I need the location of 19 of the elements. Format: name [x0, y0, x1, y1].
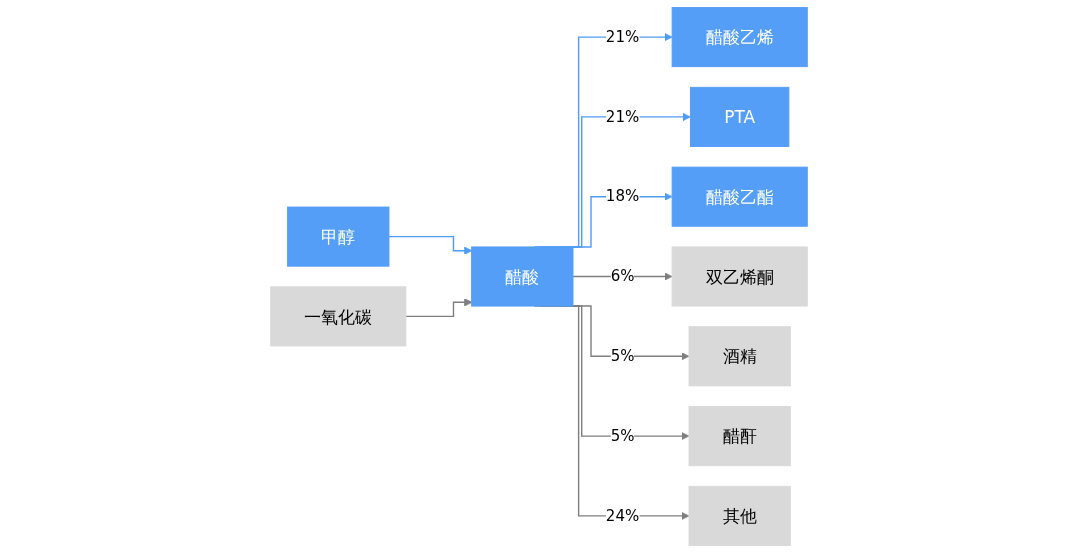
node-box: 醋酸乙酯	[671, 166, 808, 227]
edge-label: 18%	[605, 187, 640, 206]
arrow	[388, 235, 473, 255]
node-box: 一氧化碳	[270, 286, 407, 347]
edge-label: 21%	[605, 107, 640, 126]
node-box: 双乙烯酮	[671, 246, 808, 307]
node-box: PTA	[690, 86, 790, 147]
node-box: 酒精	[688, 326, 791, 387]
edge-label: 6%	[610, 267, 635, 285]
node-box: 醋酐	[688, 406, 791, 467]
edge-label: 21%	[605, 27, 640, 46]
edge-label: 24%	[605, 506, 640, 525]
edge-label: 5%	[610, 346, 635, 365]
node-box: 醋酸乙烯	[671, 7, 808, 68]
node-box: 甲醇	[287, 206, 390, 267]
node-box: 醋酸	[471, 246, 574, 307]
arrow	[405, 298, 473, 318]
edge-label: 5%	[610, 426, 635, 445]
node-box: 其他	[688, 485, 791, 546]
